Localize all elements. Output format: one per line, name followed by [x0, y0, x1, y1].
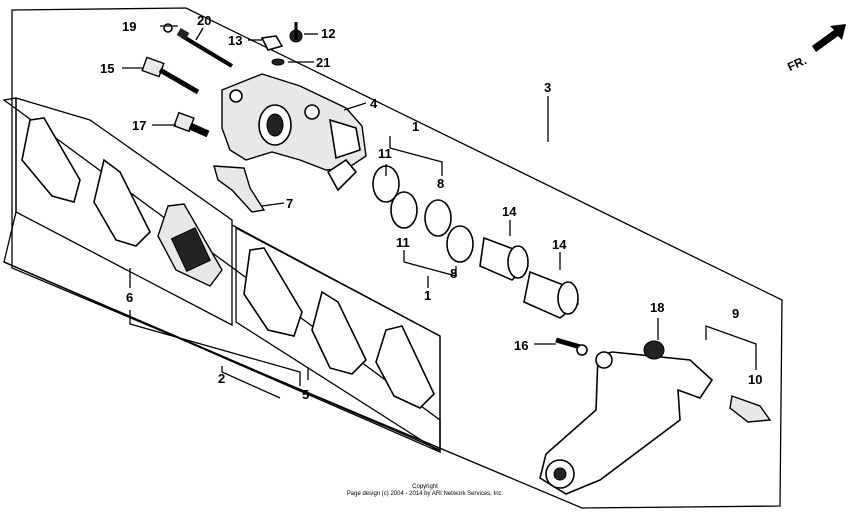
callout-1-lower: 1 — [424, 288, 431, 303]
callout-3: 3 — [544, 80, 551, 95]
callout-13: 13 — [228, 33, 242, 48]
callout-8-upper: 8 — [437, 176, 444, 191]
callout-11-upper: 11 — [378, 146, 392, 161]
boot-18 — [643, 340, 665, 360]
callout-7: 7 — [286, 196, 293, 211]
seal-8-upper — [424, 199, 452, 237]
pin-16 — [555, 337, 588, 356]
leader-lines — [122, 25, 757, 399]
pad-spring-7 — [213, 165, 266, 213]
oring-21 — [271, 58, 285, 66]
callout-21: 21 — [316, 55, 330, 70]
callout-14-upper: 14 — [502, 204, 517, 219]
callout-5: 5 — [302, 387, 309, 402]
callout-8-lower: 8 — [450, 266, 457, 281]
seal-8-lower — [446, 225, 474, 263]
callout-20: 20 — [197, 13, 211, 28]
pad-set-box — [2, 97, 441, 454]
callout-4: 4 — [370, 96, 378, 111]
piston-14-upper — [479, 236, 530, 281]
retainer-10 — [729, 395, 772, 423]
callout-2: 2 — [218, 371, 225, 386]
callout-19: 19 — [122, 19, 136, 34]
bolt-20 — [176, 28, 234, 68]
callout-1-upper: 1 — [412, 119, 419, 134]
copyright-footer: Copyright Page design (c) 2004 - 2014 by… — [347, 484, 504, 497]
copyright-line-2: Page design (c) 2004 - 2014 by ARI Netwo… — [347, 491, 504, 497]
callout-9: 9 — [732, 306, 739, 321]
callout-16: 16 — [514, 338, 528, 353]
callout-17: 17 — [132, 118, 146, 133]
bolt-15 — [141, 56, 200, 95]
lower-pads — [243, 247, 435, 409]
callout-15: 15 — [100, 61, 114, 76]
callout-10: 10 — [748, 372, 762, 387]
washer-19 — [163, 23, 173, 33]
callout-14-lower: 14 — [552, 237, 567, 252]
callouts: 19 20 13 12 15 21 4 17 3 1 11 8 7 14 11 … — [100, 13, 762, 402]
copyright-line-1: Copyright — [412, 484, 438, 490]
caliper-bracket — [539, 351, 714, 495]
callout-6: 6 — [126, 290, 133, 305]
bolt-17 — [173, 111, 210, 138]
cap-13 — [260, 35, 284, 51]
upper-pads — [21, 117, 223, 287]
assembly-outline — [11, 7, 783, 509]
seal-11-lower — [390, 191, 418, 229]
callout-11-lower: 11 — [396, 235, 410, 250]
callout-12: 12 — [321, 26, 335, 41]
direction-label: FR. — [785, 53, 808, 74]
callout-18: 18 — [650, 300, 664, 315]
piston-14-lower — [523, 270, 580, 319]
bleeder-12 — [289, 22, 303, 43]
front-direction-arrow: FR. — [785, 24, 846, 74]
caliper-body — [221, 73, 367, 192]
